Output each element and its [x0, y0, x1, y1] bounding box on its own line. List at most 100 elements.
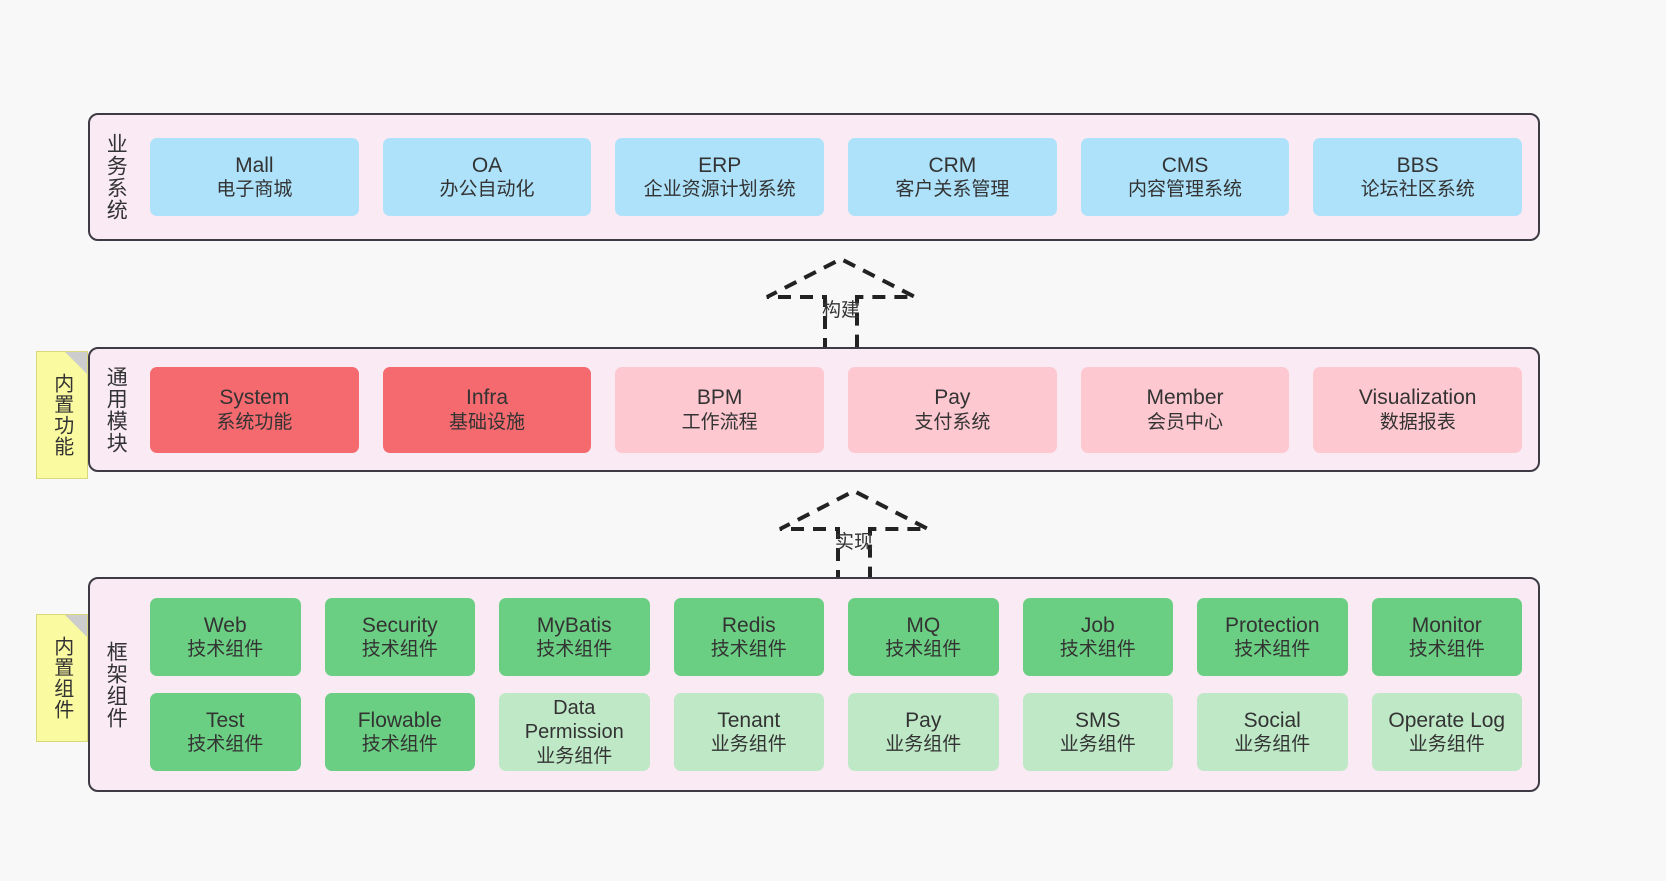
module-box-pay[interactable]: Pay 支付系统	[848, 366, 1057, 453]
note-fold-corner-icon	[65, 615, 87, 637]
component-box-security[interactable]: Security 技术组件	[324, 598, 475, 676]
module-box-member-name: Member	[1146, 386, 1224, 410]
component-box-data-permission[interactable]: Data Permission 业务组件	[499, 693, 650, 771]
component-box-sms-name: SMS	[1074, 708, 1121, 732]
cell: Mall 电子商城	[150, 138, 359, 216]
framework-components-row-2: Test 技术组件 Flowable 技术组件 Data Permission …	[150, 693, 1522, 771]
cell: Pay 业务组件	[848, 693, 999, 771]
business-box-cms-desc: 内容管理系统	[1128, 179, 1243, 201]
component-box-web-desc: 技术组件	[187, 639, 264, 661]
component-box-job[interactable]: Job 技术组件	[1022, 598, 1173, 676]
cell: Protection 技术组件	[1197, 598, 1348, 676]
layer-common-modules-body: System 系统功能 Infra 基础设施 BPM 工作流程	[140, 349, 1538, 470]
component-box-data-permission-desc: 业务组件	[536, 745, 613, 767]
business-box-oa[interactable]: OA 办公自动化	[382, 138, 592, 216]
cell: OA 办公自动化	[382, 138, 592, 216]
module-box-bpm-name: BPM	[696, 386, 743, 410]
business-box-mall-desc: 电子商城	[216, 179, 293, 201]
business-box-erp-desc: 企业资源计划系统	[643, 179, 796, 201]
component-box-mq-name: MQ	[906, 613, 941, 637]
component-box-operate-log-desc: 业务组件	[1408, 734, 1485, 756]
module-box-system-desc: 系统功能	[216, 411, 293, 433]
layer-business-systems-body: Mall 电子商城 OA 办公自动化 ERP 企业资源计划系统	[140, 115, 1538, 239]
module-box-bpm[interactable]: BPM 工作流程	[615, 366, 825, 453]
module-box-visualization[interactable]: Visualization 数据报表	[1313, 366, 1523, 453]
layer-business-systems: 业务系统 Mall 电子商城 OA 办公自动化 E	[88, 113, 1540, 241]
component-box-monitor-desc: 技术组件	[1408, 639, 1485, 661]
component-box-test-name: Test	[205, 708, 245, 732]
component-box-pay-name: Pay	[905, 708, 942, 732]
module-box-infra-desc: 基础设施	[449, 411, 526, 433]
component-box-mybatis[interactable]: MyBatis 技术组件	[499, 598, 650, 676]
component-box-sms[interactable]: SMS 业务组件	[1022, 693, 1173, 771]
component-box-protection-name: Protection	[1224, 613, 1320, 637]
business-box-crm[interactable]: CRM 客户关系管理	[848, 138, 1057, 216]
cell: Flowable 技术组件	[324, 693, 475, 771]
business-box-crm-name: CRM	[928, 153, 977, 177]
note-fold-corner-icon	[65, 352, 87, 374]
framework-components-row-1: Web 技术组件 Security 技术组件 MyBatis 技术组件	[150, 598, 1522, 676]
cell: Social 业务组件	[1197, 693, 1348, 771]
component-box-job-name: Job	[1080, 613, 1115, 637]
cell: BPM 工作流程	[615, 366, 825, 453]
component-box-web[interactable]: Web 技术组件	[150, 598, 301, 676]
component-box-mybatis-desc: 技术组件	[536, 639, 613, 661]
business-box-cms-name: CMS	[1161, 153, 1209, 177]
cell: Operate Log 业务组件	[1371, 693, 1522, 771]
module-box-visualization-desc: 数据报表	[1379, 411, 1456, 433]
note-builtin-components: 内置组件	[36, 614, 88, 742]
layer-common-modules: 通用模块 System 系统功能 Infra 基础设施	[88, 347, 1540, 472]
cell: Web 技术组件	[150, 598, 301, 676]
component-box-monitor[interactable]: Monitor 技术组件	[1371, 598, 1522, 676]
business-box-mall[interactable]: Mall 电子商城	[150, 138, 359, 216]
business-box-cms[interactable]: CMS 内容管理系统	[1080, 138, 1290, 216]
business-box-bbs[interactable]: BBS 论坛社区系统	[1313, 138, 1523, 216]
component-box-mybatis-name: MyBatis	[536, 613, 612, 637]
cell: Security 技术组件	[324, 598, 475, 676]
component-box-redis[interactable]: Redis 技术组件	[673, 598, 824, 676]
component-box-operate-log-name: Operate Log	[1388, 708, 1506, 732]
cell: Job 技术组件	[1022, 598, 1173, 676]
component-box-tenant-name: Tenant	[717, 708, 781, 732]
component-box-web-name: Web	[203, 613, 247, 637]
module-box-visualization-name: Visualization	[1358, 386, 1477, 410]
module-box-infra[interactable]: Infra 基础设施	[382, 366, 592, 453]
business-box-erp-name: ERP	[698, 153, 742, 177]
module-box-member[interactable]: Member 会员中心	[1080, 366, 1290, 453]
business-box-oa-desc: 办公自动化	[439, 179, 535, 201]
component-box-security-name: Security	[361, 613, 438, 637]
component-box-flowable[interactable]: Flowable 技术组件	[324, 693, 475, 771]
component-box-data-permission-name-line1: Data	[553, 697, 596, 720]
component-box-data-permission-name-line2: Permission	[524, 721, 624, 744]
layer-framework-components-title: 框架组件	[104, 640, 128, 729]
component-box-social[interactable]: Social 业务组件	[1197, 693, 1348, 771]
module-box-infra-name: Infra	[465, 386, 509, 410]
component-box-mq[interactable]: MQ 技术组件	[848, 598, 999, 676]
note-builtin-components-text: 内置组件	[50, 636, 73, 720]
business-systems-row: Mall 电子商城 OA 办公自动化 ERP 企业资源计划系统	[150, 138, 1523, 216]
module-box-pay-desc: 支付系统	[914, 411, 991, 433]
cell: BBS 论坛社区系统	[1313, 138, 1523, 216]
business-box-bbs-name: BBS	[1396, 153, 1439, 177]
component-box-job-desc: 技术组件	[1059, 639, 1136, 661]
cell: Tenant 业务组件	[673, 693, 824, 771]
component-box-tenant[interactable]: Tenant 业务组件	[673, 693, 824, 771]
cell: Visualization 数据报表	[1313, 366, 1523, 453]
module-box-system[interactable]: System 系统功能	[150, 366, 359, 453]
layer-framework-components-body: Web 技术组件 Security 技术组件 MyBatis 技术组件	[140, 579, 1538, 790]
cell: CRM 客户关系管理	[848, 138, 1057, 216]
component-box-pay[interactable]: Pay 业务组件	[848, 693, 999, 771]
component-box-protection[interactable]: Protection 技术组件	[1197, 598, 1348, 676]
component-box-operate-log[interactable]: Operate Log 业务组件	[1371, 693, 1522, 771]
component-box-social-desc: 业务组件	[1234, 734, 1311, 756]
component-box-redis-desc: 技术组件	[710, 639, 787, 661]
component-box-protection-desc: 技术组件	[1234, 639, 1311, 661]
module-box-pay-name: Pay	[934, 386, 971, 410]
cell: CMS 内容管理系统	[1080, 138, 1290, 216]
cell: System 系统功能	[150, 366, 359, 453]
business-box-erp[interactable]: ERP 企业资源计划系统	[615, 138, 825, 216]
layer-common-modules-title: 通用模块	[104, 365, 128, 454]
component-box-test[interactable]: Test 技术组件	[150, 693, 301, 771]
component-box-mq-desc: 技术组件	[885, 639, 962, 661]
